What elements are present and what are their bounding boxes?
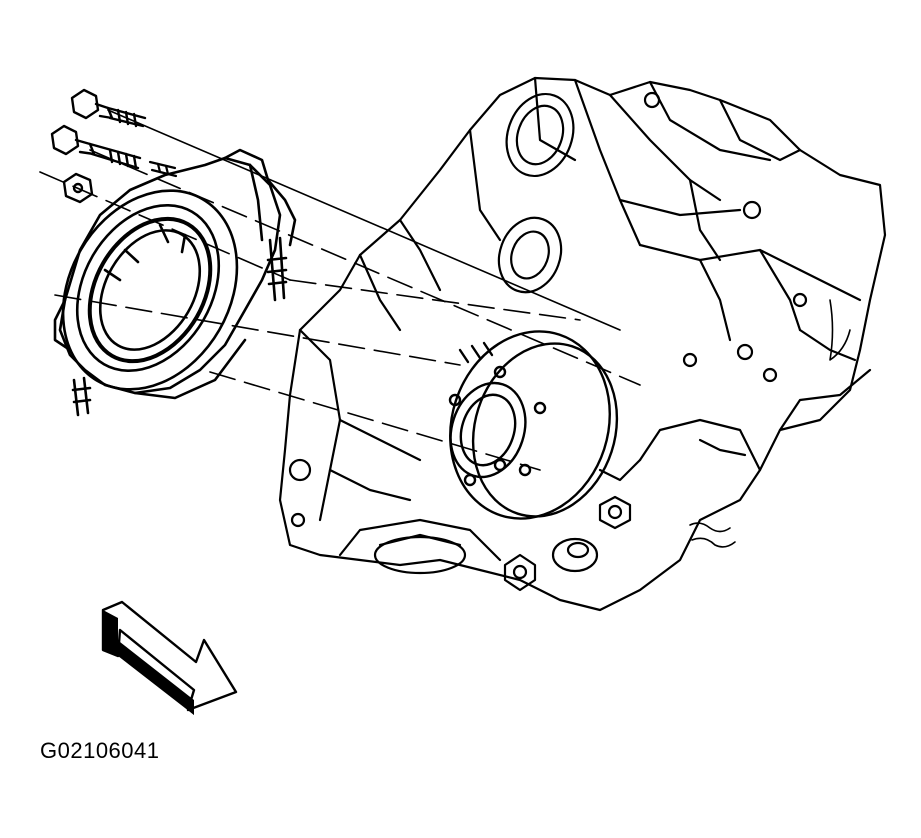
crankshaft-flange bbox=[448, 330, 619, 520]
housing-stud-small bbox=[148, 160, 178, 178]
housing-bolt-middle bbox=[50, 124, 142, 170]
alignment-dashed-lines bbox=[39, 109, 641, 471]
engine-block bbox=[278, 76, 887, 612]
figure-id-label: G02106041 bbox=[40, 738, 160, 763]
front-direction-arrow-icon bbox=[101, 600, 238, 715]
rear-main-seal-housing bbox=[53, 148, 297, 417]
housing-bolt-top bbox=[70, 88, 147, 128]
